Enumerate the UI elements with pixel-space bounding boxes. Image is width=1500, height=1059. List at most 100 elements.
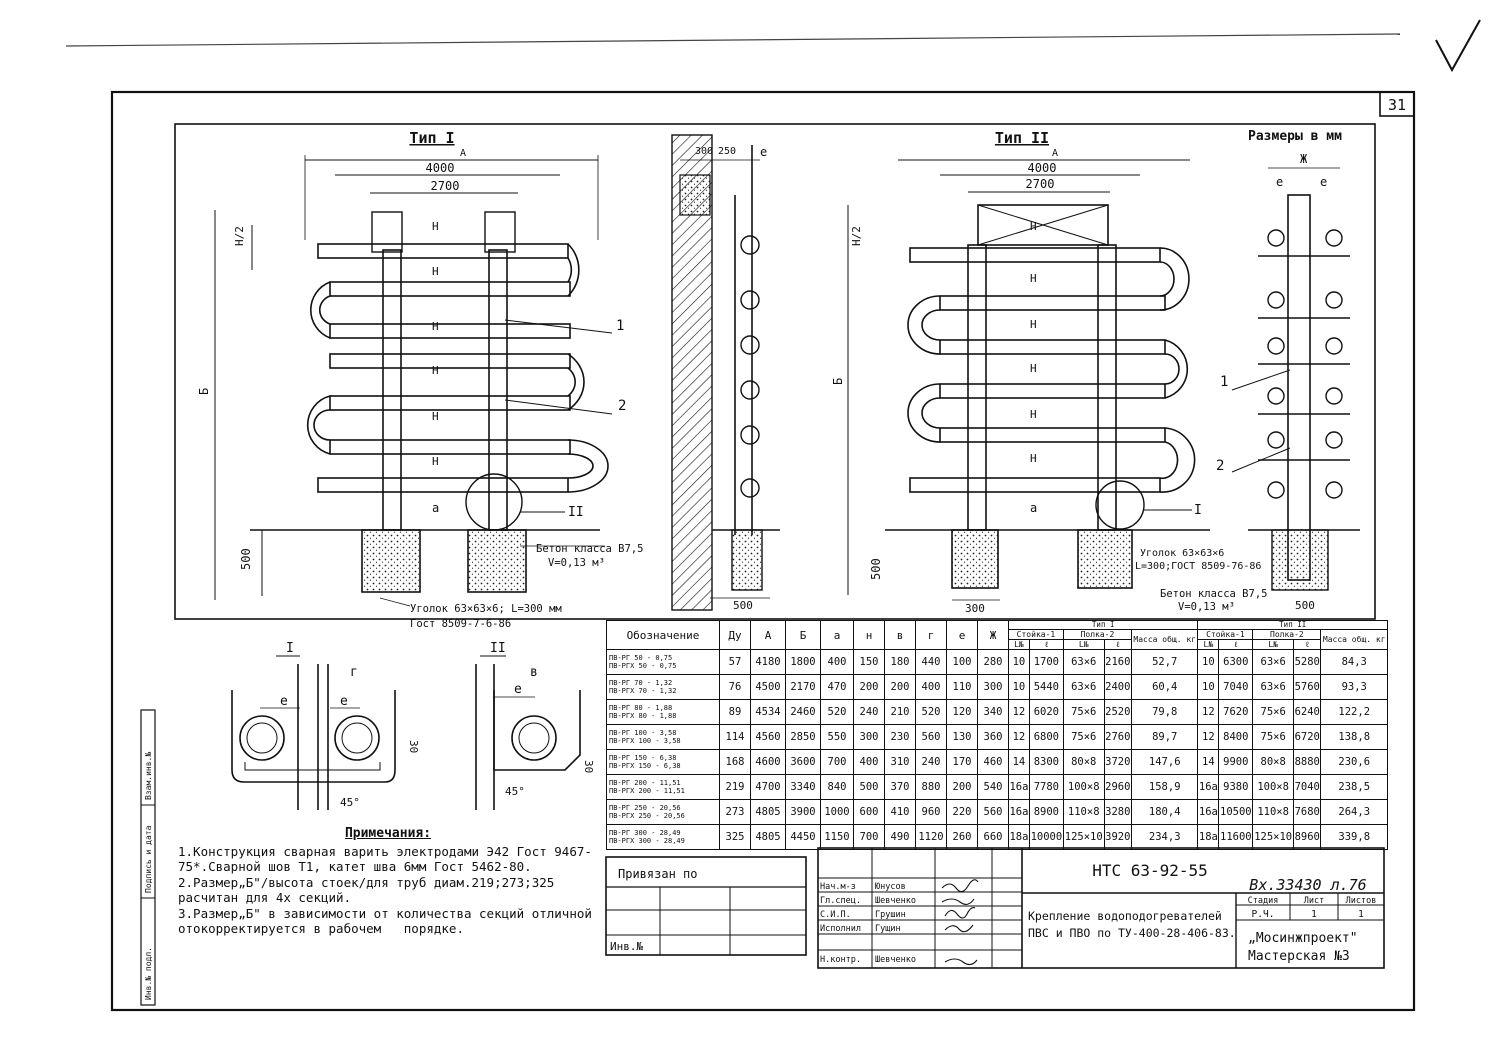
svg-text:Исполнил: Исполнил — [820, 924, 861, 934]
col-header: в — [884, 620, 916, 650]
type1-angle-note: Уголок 63×63×6; L=300 мм — [410, 603, 562, 615]
svg-text:е: е — [760, 145, 767, 159]
table-cell: 339,8 — [1320, 824, 1388, 850]
svg-text:е: е — [280, 694, 288, 709]
svg-text:2: 2 — [1216, 458, 1224, 474]
table-cell: 700 — [820, 749, 854, 775]
table-cell: 3920 — [1103, 824, 1133, 850]
table-cell: 400 — [853, 749, 885, 775]
table-cell: 700 — [853, 824, 885, 850]
svg-text:Шевченко: Шевченко — [875, 896, 916, 906]
table-cell: 8300 — [1028, 749, 1064, 775]
table-cell: 114 — [719, 724, 751, 750]
svg-text:2: 2 — [618, 398, 626, 414]
table-cell: 2160 — [1103, 649, 1133, 675]
table-cell: 370 — [884, 774, 916, 800]
svg-text:Н: Н — [432, 320, 439, 333]
inv-number: Вх.33430 л.76 — [1249, 876, 1366, 894]
table-cell: 63×6 — [1252, 674, 1294, 700]
type1-side-view: 300 250 е 500 — [671, 134, 780, 612]
table-cell-designation: ПВ-РГ 200 - 11,51 ПВ-РГХ 200 - 11,51 — [606, 774, 720, 800]
table-cell: 220 — [946, 799, 978, 825]
table-cell: 2760 — [1103, 724, 1133, 750]
detail-ii: II в е 30 45° — [475, 641, 595, 810]
title-line-2: ПВС и ПВО по ТУ-400-28-406-83. — [1028, 926, 1236, 940]
table-cell: 7040 — [1218, 674, 1254, 700]
table-cell: 10000 — [1028, 824, 1064, 850]
title-block: Нач.м-з Гл.спец. С.И.П. Исполнил Н.контр… — [817, 847, 1385, 969]
svg-text:Н.контр.: Н.контр. — [820, 955, 861, 965]
table-cell: 8900 — [1028, 799, 1064, 825]
type1-dim-b: Б — [197, 388, 211, 395]
svg-text:е: е — [1320, 175, 1327, 189]
table-cell: 10500 — [1218, 799, 1254, 825]
svg-text:Н: Н — [1030, 318, 1037, 331]
svg-text:Гост 8509-7-6-86: Гост 8509-7-6-86 — [410, 618, 511, 630]
table-cell: 4534 — [750, 699, 786, 725]
table-cell: 12 — [1008, 724, 1030, 750]
table-cell: 210 — [884, 699, 916, 725]
table-cell: 16а — [1008, 799, 1030, 825]
table-cell: 325 — [719, 824, 751, 850]
svg-text:А: А — [1052, 148, 1058, 159]
table-cell: 310 — [884, 749, 916, 775]
table-cell: 100 — [946, 649, 978, 675]
table-cell: 2960 — [1103, 774, 1133, 800]
svg-text:Лист: Лист — [1304, 896, 1324, 906]
svg-text:1: 1 — [1220, 374, 1228, 390]
svg-text:е: е — [1276, 175, 1283, 189]
svg-text:е: е — [514, 682, 522, 697]
table-cell: 4805 — [750, 799, 786, 825]
sheet-number: 31 — [1388, 96, 1406, 114]
svg-text:Инв.№ подл.: Инв.№ подл. — [144, 947, 153, 1000]
col-header: Обозначение — [606, 620, 720, 650]
table-cell: 75×6 — [1062, 699, 1105, 725]
table-cell: 880 — [915, 774, 947, 800]
table-cell: 8880 — [1292, 749, 1322, 775]
table-cell-designation: ПВ-РГ 70 - 1,32 ПВ-РГХ 70 - 1,32 — [606, 674, 720, 700]
table-cell: 170 — [946, 749, 978, 775]
svg-text:V=0,13 м³: V=0,13 м³ — [548, 557, 605, 569]
table-cell: 63×6 — [1252, 649, 1294, 675]
table-cell: 16а — [1008, 774, 1030, 800]
table-cell: 4600 — [750, 749, 786, 775]
table-cell: 440 — [915, 649, 947, 675]
title-line-1: Крепление водоподогревателей — [1028, 909, 1222, 923]
table-cell-designation: ПВ-РГ 150 - 6,38 ПВ-РГХ 150 - 6,38 — [606, 749, 720, 775]
type2-dim-4000: 4000 — [1028, 161, 1057, 175]
table-cell: 89,7 — [1130, 724, 1199, 750]
table-cell: 5280 — [1292, 649, 1322, 675]
table-cell: 100×8 — [1252, 774, 1294, 800]
table-cell: 2400 — [1103, 674, 1133, 700]
svg-text:Гущин: Гущин — [875, 924, 901, 934]
table-cell: 550 — [820, 724, 854, 750]
table-cell: 520 — [820, 699, 854, 725]
table-cell: 7780 — [1028, 774, 1064, 800]
table-cell: 960 — [915, 799, 947, 825]
table-cell: 120 — [946, 699, 978, 725]
table-cell: 1800 — [785, 649, 821, 675]
type1-title: Тип I — [409, 129, 454, 147]
col-header: а — [820, 620, 854, 650]
table-cell: 7040 — [1292, 774, 1322, 800]
table-cell-designation: ПВ-РГ 300 - 28,49 ПВ-РГХ 300 - 28,49 — [606, 824, 720, 850]
table-cell: 9900 — [1218, 749, 1254, 775]
table-cell: 2850 — [785, 724, 821, 750]
side-dim-250: 250 — [718, 146, 736, 157]
table-cell: 4700 — [750, 774, 786, 800]
table-cell: 410 — [884, 799, 916, 825]
svg-text:1: 1 — [616, 318, 624, 334]
svg-text:Подпись и дата: Подпись и дата — [144, 825, 153, 893]
svg-text:Н: Н — [1030, 452, 1037, 465]
side-stamp: Взам.инв.№ Подпись и дата Инв.№ подл. — [140, 709, 156, 1006]
table-cell: 63×6 — [1062, 674, 1105, 700]
table-cell: 158,9 — [1130, 774, 1199, 800]
table-cell: 147,6 — [1130, 749, 1199, 775]
privyazan-block: Привязан по Инв.№ — [605, 856, 807, 956]
table-cell: 125×10 — [1252, 824, 1294, 850]
svg-text:Н: Н — [432, 220, 439, 233]
